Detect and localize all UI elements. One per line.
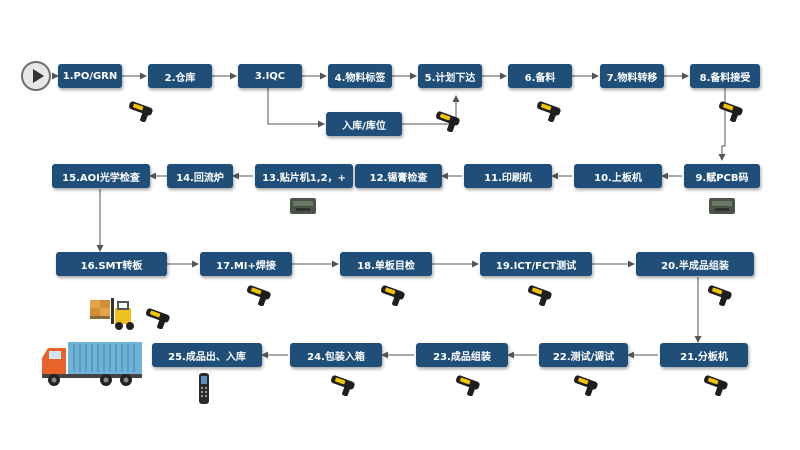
barcode-scanner-icon [528, 285, 552, 306]
barcode-scanner-icon [436, 111, 460, 132]
step-finished-assembly: 23.成品组装 [416, 343, 508, 367]
step-aoi-inspection: 15.AOI光学检查 [52, 164, 150, 188]
step-reflow-oven: 14.回流炉 [167, 164, 233, 188]
container-truck-icon [42, 342, 142, 386]
step-material-receive: 8.备料接受 [690, 64, 760, 88]
barcode-scanner-icon [708, 285, 732, 306]
forklift-icon [90, 298, 134, 330]
fixed-scanner-icon [709, 198, 735, 214]
barcode-scanner-icon [574, 375, 598, 396]
barcode-scanner-icon [704, 375, 728, 396]
step-depaneling-machine: 21.分板机 [660, 343, 748, 367]
step-plan-release: 5.计划下达 [418, 64, 482, 88]
start-play-icon[interactable] [21, 61, 51, 91]
step-warehouse-location: 入库/库位 [326, 112, 402, 136]
step-packing: 24.包装入箱 [290, 343, 382, 367]
step-material-prep: 6.备料 [508, 64, 572, 88]
step-printer: 11.印刷机 [464, 164, 552, 188]
handheld-terminal-icon [199, 373, 209, 404]
barcode-scanner-icon [146, 308, 170, 329]
step-board-visual-inspection: 18.单板目检 [340, 252, 432, 276]
step-material-label: 4.物料标签 [328, 64, 392, 88]
step-ict-fct-test: 19.ICT/FCT测试 [480, 252, 592, 276]
barcode-scanner-icon [331, 375, 355, 396]
step-finished-goods-in-out: 25.成品出、入库 [152, 343, 262, 367]
barcode-scanner-icon [456, 375, 480, 396]
step-placement-machine: 13.贴片机1,2，+ [255, 164, 353, 188]
barcode-scanner-icon [537, 101, 561, 122]
step-assign-pcb-code: 9.赋PCB码 [684, 164, 760, 188]
step-po-grn: 1.PO/GRN [58, 64, 122, 88]
step-warehouse: 2.仓库 [148, 64, 212, 88]
barcode-scanner-icon [129, 101, 153, 122]
step-iqc: 3.IQC [238, 64, 302, 88]
barcode-scanner-icon [247, 285, 271, 306]
step-mi-soldering: 17.MI+焊接 [200, 252, 292, 276]
barcode-scanner-icon [719, 101, 743, 122]
step-smt-transfer: 16.SMT转板 [56, 252, 167, 276]
step-semi-finished-assembly: 20.半成品组装 [636, 252, 754, 276]
step-test-debug: 22.测试/调试 [539, 343, 628, 367]
fixed-scanner-icon [290, 198, 316, 214]
step-solder-paste-inspection: 12.锡膏检查 [355, 164, 442, 188]
step-board-loader: 10.上板机 [574, 164, 662, 188]
barcode-scanner-icon [381, 285, 405, 306]
step-material-transfer: 7.物料转移 [600, 64, 664, 88]
